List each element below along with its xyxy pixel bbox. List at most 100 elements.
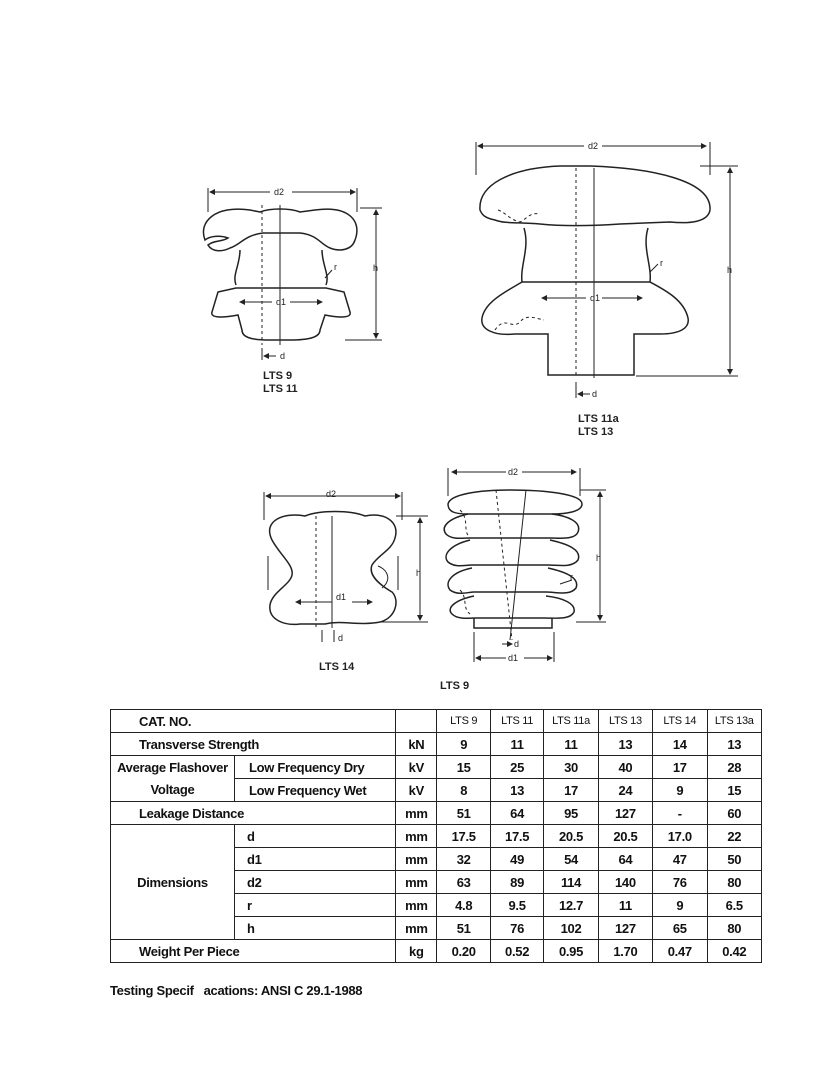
value-cell: 12.7 bbox=[543, 893, 599, 917]
value-cell: 13 bbox=[597, 732, 654, 756]
value-cell: 17.5 bbox=[436, 824, 491, 848]
value-cell: 17.5 bbox=[489, 824, 545, 848]
fig1-label-d1: d1 bbox=[276, 297, 286, 307]
value-cell: 65 bbox=[652, 916, 708, 940]
model-header: LTS 13a bbox=[706, 709, 763, 733]
value-cell: 50 bbox=[706, 847, 763, 871]
fig4-caption-line1: LTS 9 bbox=[440, 680, 470, 692]
table-row-leakage: Leakage Distance mm 51 64 95 127 - 60 bbox=[109, 801, 763, 825]
value-cell: 11 bbox=[489, 732, 545, 756]
table-row-dim-d1: d1 mm 32 49 54 64 47 50 bbox=[111, 847, 763, 871]
value-cell: 80 bbox=[706, 870, 763, 894]
spec-table: CAT. NO. LTS 9 LTS 11 LTS 11a LTS 13 LTS… bbox=[109, 709, 763, 963]
dim-key: d2 bbox=[233, 870, 397, 894]
value-cell: 63 bbox=[436, 870, 491, 894]
fig3-caption-line1: LTS 14 bbox=[319, 661, 355, 673]
value-cell: 9 bbox=[436, 732, 491, 756]
fig1-caption-line1: LTS 9 bbox=[263, 370, 293, 382]
fig4-label-h: h bbox=[596, 553, 601, 563]
value-cell: 17.0 bbox=[652, 824, 708, 848]
value-cell: 25 bbox=[489, 755, 545, 779]
fig1-caption: LTS 9 LTS 11 bbox=[263, 370, 298, 396]
dry-label: Low Frequency Dry bbox=[233, 755, 397, 779]
fig3-caption: LTS 14 bbox=[319, 661, 354, 674]
unit-cell: mm bbox=[395, 893, 438, 917]
value-cell: 51 bbox=[436, 916, 491, 940]
fig3-label-d2: d2 bbox=[326, 489, 336, 499]
unit-cell-empty bbox=[395, 709, 438, 733]
value-cell: 64 bbox=[489, 801, 545, 825]
model-header: LTS 11a bbox=[543, 709, 599, 733]
value-cell: 127 bbox=[597, 801, 654, 825]
unit-cell: mm bbox=[395, 916, 438, 940]
value-cell: 9 bbox=[652, 778, 708, 802]
dim-key: d1 bbox=[233, 847, 397, 871]
fig1-label-d2: d2 bbox=[274, 187, 284, 197]
table-row-header: CAT. NO. LTS 9 LTS 11 LTS 11a LTS 13 LTS… bbox=[109, 709, 763, 733]
value-cell: 76 bbox=[489, 916, 545, 940]
value-cell: 102 bbox=[543, 916, 599, 940]
value-cell: 32 bbox=[436, 847, 491, 871]
fig2-caption: LTS 11a LTS 13 bbox=[578, 413, 619, 439]
value-cell: 11 bbox=[597, 893, 654, 917]
unit-cell: kV bbox=[395, 778, 438, 802]
figure-lts9-lts11 bbox=[202, 188, 382, 360]
model-header: LTS 14 bbox=[652, 709, 708, 733]
value-cell: 89 bbox=[489, 870, 545, 894]
value-cell: 0.20 bbox=[436, 939, 491, 963]
value-cell: 0.42 bbox=[706, 939, 763, 963]
value-cell: 30 bbox=[543, 755, 599, 779]
table-row-flashover-dry: Average Flashover Voltage Low Frequency … bbox=[110, 755, 763, 802]
value-cell: 51 bbox=[436, 801, 491, 825]
value-cell: 22 bbox=[706, 824, 763, 848]
fig4-label-r: r bbox=[570, 572, 573, 582]
value-cell: 4.8 bbox=[436, 893, 491, 917]
value-cell: 140 bbox=[597, 870, 654, 894]
fig3-label-d: d bbox=[338, 633, 343, 643]
value-cell: 9.5 bbox=[489, 893, 545, 917]
value-cell: 60 bbox=[706, 801, 763, 825]
value-cell: 11 bbox=[543, 732, 599, 756]
cat-no-label: CAT. NO. bbox=[109, 709, 397, 733]
value-cell: 47 bbox=[652, 847, 708, 871]
unit-cell: mm bbox=[395, 870, 438, 894]
table-row-dim-r: r mm 4.8 9.5 12.7 11 9 6.5 bbox=[111, 893, 763, 917]
fig1-label-d: d bbox=[280, 351, 285, 361]
flashover-label-line1: Average Flashover bbox=[117, 759, 228, 775]
flashover-label: Average Flashover Voltage bbox=[110, 755, 235, 802]
value-cell: - bbox=[652, 801, 708, 825]
value-cell: 76 bbox=[652, 870, 708, 894]
unit-cell: mm bbox=[395, 824, 438, 848]
value-cell: 95 bbox=[543, 801, 599, 825]
fig4-label-d1: d1 bbox=[508, 653, 518, 663]
fig2-caption-line2: LTS 13 bbox=[578, 426, 614, 438]
value-cell: 13 bbox=[706, 732, 763, 756]
table-row-dim-d: Dimensions d mm 17.5 17.5 20.5 20.5 17.0… bbox=[110, 824, 763, 940]
figure-lts11a-lts13 bbox=[475, 142, 738, 398]
weight-label: Weight Per Piece bbox=[109, 939, 397, 963]
testing-spec-note: Testing Specif acations: ANSI C 29.1-198… bbox=[110, 983, 363, 998]
unit-cell: kV bbox=[395, 755, 438, 779]
figure-lts14 bbox=[263, 492, 428, 642]
value-cell: 20.5 bbox=[543, 824, 599, 848]
value-cell: 8 bbox=[436, 778, 491, 802]
dim-key: r bbox=[233, 893, 397, 917]
fig2-label-d1: d1 bbox=[590, 293, 600, 303]
value-cell: 1.70 bbox=[597, 939, 654, 963]
value-cell: 0.95 bbox=[543, 939, 599, 963]
unit-cell: kN bbox=[395, 732, 438, 756]
wet-label: Low Frequency Wet bbox=[233, 778, 397, 802]
transverse-label: Transverse Strength bbox=[109, 732, 397, 756]
fig2-label-d: d bbox=[592, 389, 597, 399]
fig4-caption: LTS 9 bbox=[440, 680, 469, 693]
value-cell: 54 bbox=[543, 847, 599, 871]
value-cell: 49 bbox=[489, 847, 545, 871]
value-cell: 28 bbox=[706, 755, 763, 779]
fig1-caption-line2: LTS 11 bbox=[263, 383, 298, 395]
fig3-label-h: h bbox=[416, 568, 421, 578]
value-cell: 15 bbox=[436, 755, 491, 779]
fig2-label-r: r bbox=[660, 258, 663, 268]
model-header: LTS 13 bbox=[597, 709, 654, 733]
table-row-flashover-wet: Low Frequency Wet kV 8 13 17 24 9 15 bbox=[111, 778, 763, 802]
table-row-weight: Weight Per Piece kg 0.20 0.52 0.95 1.70 … bbox=[109, 939, 763, 963]
